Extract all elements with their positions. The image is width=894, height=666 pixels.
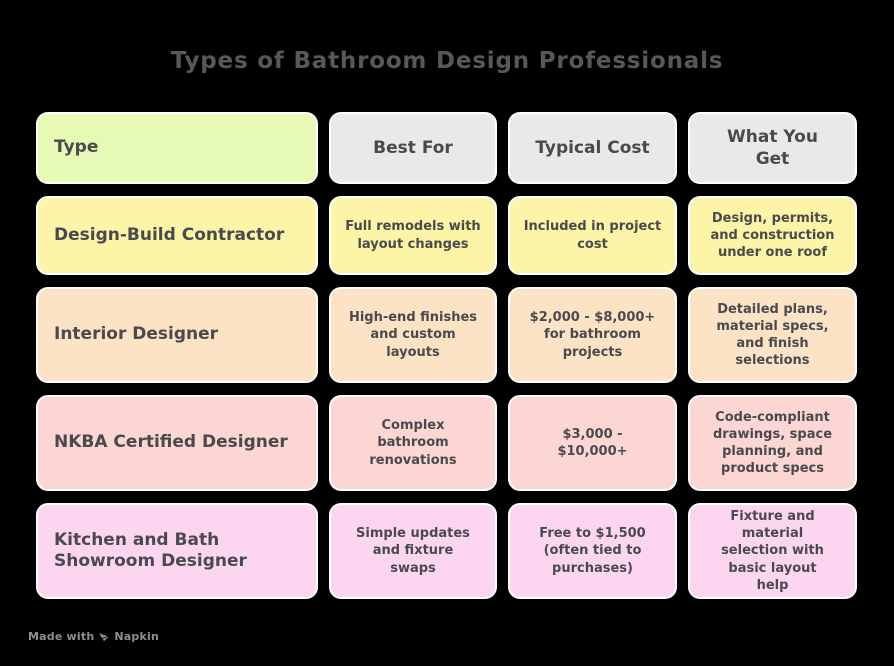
cell-text: Complex bathroom renovations	[369, 418, 457, 468]
header-cell-best-for: Best For	[329, 112, 497, 184]
cell-text: Fixture and material selection with basi…	[721, 509, 824, 593]
cell-text: Code-compliant drawings, space planning,…	[712, 409, 833, 477]
cell-interior-cost: $2,000 - $8,000+ for bathroom projects	[508, 287, 677, 383]
cell-nkba-best-for: Complex bathroom renovations	[329, 395, 497, 491]
cell-design-build-cost: Included in project cost	[508, 196, 677, 275]
header-label-type: Type	[54, 137, 99, 158]
cell-text: Full remodels with layout changes	[345, 219, 481, 252]
cell-design-build-best-for: Full remodels with layout changes	[329, 196, 497, 275]
row-label: Design-Build Contractor	[54, 224, 285, 245]
row-label: Kitchen and Bath Showroom Designer	[54, 529, 247, 571]
cell-showroom-type: Kitchen and Bath Showroom Designer	[36, 503, 318, 599]
made-with-label: Made with	[28, 630, 95, 643]
header-label-best-for: Best For	[373, 137, 453, 158]
cell-design-build-type: Design-Build Contractor	[36, 196, 318, 275]
made-with-napkin-credit: Made with Napkin	[28, 630, 159, 643]
header-cell-type: Type	[36, 112, 318, 184]
napkin-brand-label: Napkin	[114, 630, 159, 643]
header-cell-typical-cost: Typical Cost	[508, 112, 677, 184]
header-label-what-you-get: What You Get	[727, 126, 818, 169]
cell-text: Design, permits, and construction under …	[710, 210, 835, 261]
cell-nkba-cost: $3,000 - $10,000+	[508, 395, 677, 491]
cell-interior-what-you-get: Detailed plans, material specs, and fini…	[688, 287, 857, 383]
cell-text: High-end finishes and custom layouts	[348, 310, 478, 360]
cell-text: $3,000 - $10,000+	[557, 426, 628, 459]
cell-showroom-cost: Free to $1,500 (often tied to purchases)	[508, 503, 677, 599]
page-title: Types of Bathroom Design Professionals	[170, 48, 724, 74]
cell-text: $2,000 - $8,000+ for bathroom projects	[529, 310, 656, 360]
napkin-pen-icon	[98, 631, 110, 643]
cell-text: Detailed plans, material specs, and fini…	[716, 301, 829, 369]
cell-showroom-what-you-get: Fixture and material selection with basi…	[688, 503, 857, 599]
row-label: Interior Designer	[54, 324, 219, 345]
cell-text: Free to $1,500 (often tied to purchases)	[539, 526, 646, 576]
cell-nkba-what-you-get: Code-compliant drawings, space planning,…	[688, 395, 857, 491]
cell-showroom-best-for: Simple updates and fixture swaps	[329, 503, 497, 599]
cell-interior-type: Interior Designer	[36, 287, 318, 383]
header-cell-what-you-get: What You Get	[688, 112, 857, 184]
header-label-typical-cost: Typical Cost	[535, 137, 650, 158]
cell-interior-best-for: High-end finishes and custom layouts	[329, 287, 497, 383]
cell-text: Simple updates and fixture swaps	[356, 526, 470, 576]
cell-design-build-what-you-get: Design, permits, and construction under …	[688, 196, 857, 275]
row-label: NKBA Certified Designer	[54, 432, 288, 453]
cell-nkba-type: NKBA Certified Designer	[36, 395, 318, 491]
cell-text: Included in project cost	[523, 219, 662, 252]
comparison-table: Type Best For Typical Cost What You Get …	[36, 112, 857, 599]
